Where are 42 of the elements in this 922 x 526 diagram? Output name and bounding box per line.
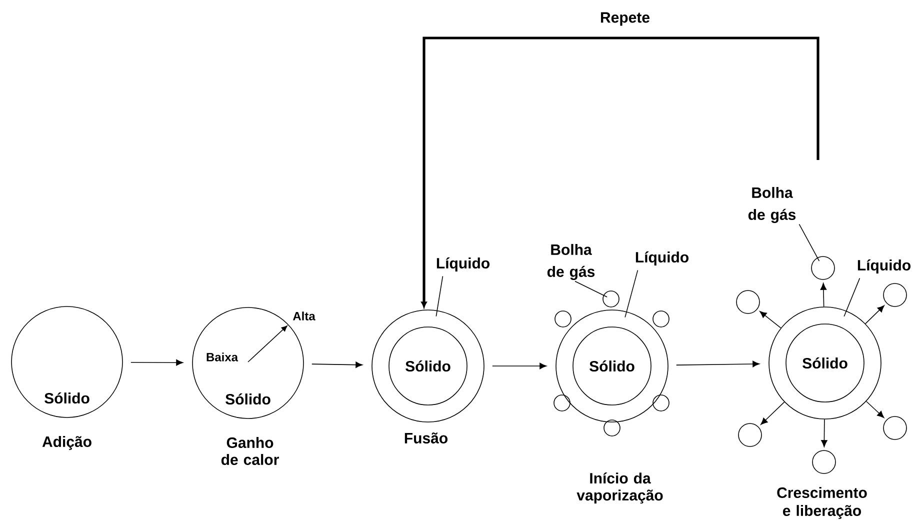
arrow: [312, 362, 363, 368]
bubble-circle: [554, 310, 572, 328]
arrow: [492, 362, 547, 370]
part-label: Baixa: [206, 352, 238, 362]
stage-caption: Crescimento e liberação: [777, 487, 867, 519]
callout-label: Bolha de gás: [748, 186, 796, 224]
droplet-circle: [768, 306, 882, 420]
callout-label: Bolha de gás: [547, 244, 595, 280]
bubble-circle: [883, 416, 907, 440]
leader-line: [844, 278, 860, 317]
stage-caption: Adição: [42, 436, 92, 450]
bubble-circle: [811, 256, 835, 280]
leader-line: [798, 224, 820, 262]
callout-label: Líquido: [436, 257, 490, 272]
arrow: [820, 282, 827, 307]
arrow: [865, 305, 884, 324]
leader-line: [624, 270, 638, 318]
arrow: [130, 359, 184, 366]
arrow: [676, 360, 760, 368]
bubble-circle: [554, 394, 570, 412]
arrow: [760, 311, 782, 328]
stage-caption: Ganho de calor: [221, 436, 279, 465]
leader-line: [574, 280, 608, 298]
callout-label: Líquido: [636, 251, 688, 266]
edge-label: Repete: [599, 11, 651, 27]
part-label: Alta: [292, 312, 316, 320]
bubble-circle: [604, 420, 620, 436]
bubble-circle: [812, 450, 836, 474]
arrow: [866, 400, 884, 418]
bubble-circle: [652, 310, 670, 328]
bubble-circle: [883, 283, 907, 307]
bubble-circle: [736, 290, 760, 314]
arrow: [760, 402, 785, 425]
callout-label: Líquido: [858, 259, 910, 274]
leader-line: [436, 276, 444, 317]
bubble-circle: [738, 423, 762, 447]
stage-caption: Início da vaporização: [576, 472, 663, 504]
bubble-circle: [652, 394, 670, 412]
arrow: [821, 418, 828, 448]
stage-caption: Fusão: [404, 432, 448, 444]
bubble-circle: [602, 290, 620, 308]
loop-arrow: [421, 36, 820, 308]
